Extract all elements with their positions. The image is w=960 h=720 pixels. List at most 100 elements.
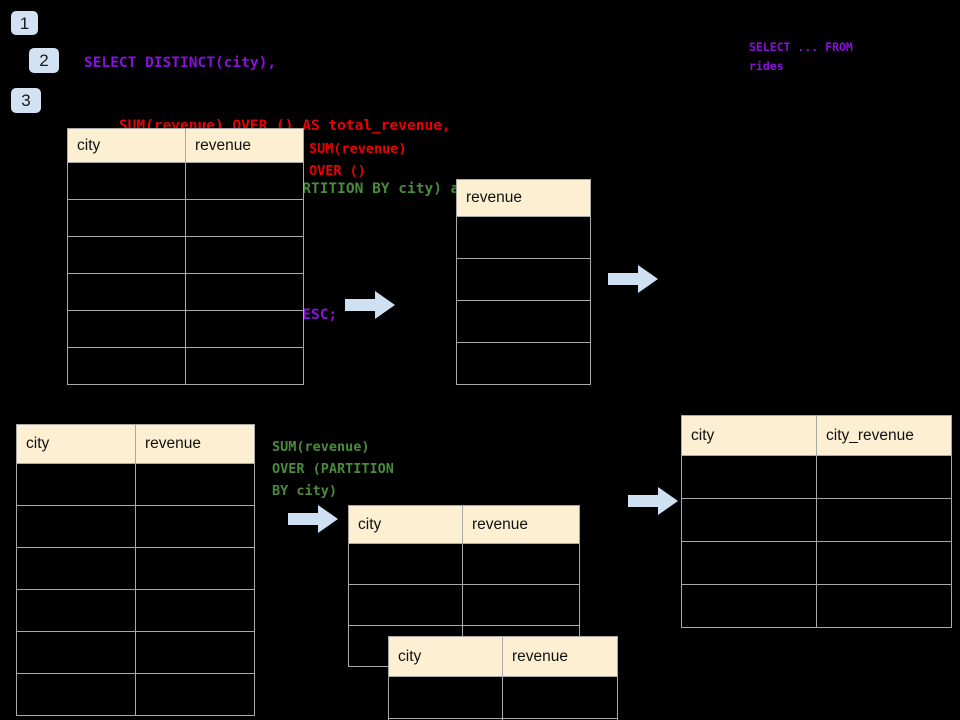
table-rides-source-bottom: city revenue: [16, 424, 255, 716]
cell-revenue: [502, 676, 618, 719]
cell-city: [348, 543, 463, 585]
cell-revenue: [462, 543, 580, 585]
cell-city: [16, 463, 136, 506]
table-header-row: city revenue: [16, 424, 255, 464]
cell-city-revenue: [816, 498, 952, 542]
table-header-row: city city_revenue: [681, 415, 952, 456]
arrow-total-revenue-out-icon: [608, 265, 658, 293]
table-row: [16, 463, 255, 506]
cell-revenue: [185, 310, 304, 348]
table-header-row: city revenue: [348, 505, 580, 544]
table-row: [681, 541, 952, 585]
table-row: [67, 199, 304, 237]
cell-revenue: [135, 505, 255, 548]
cell-city: [388, 676, 503, 719]
cell-revenue: [185, 273, 304, 311]
arrow-to-partition-icon: [288, 505, 338, 533]
step-badge-1-label: 1: [19, 13, 30, 33]
annotation-city-revenue: SUM(revenue) OVER (PARTITION BY city): [272, 439, 394, 499]
cell-city: [16, 589, 136, 632]
table-row: [456, 258, 591, 301]
table-final-result: city city_revenue: [681, 415, 952, 628]
table-row: [67, 236, 304, 274]
cell-revenue: [185, 236, 304, 274]
table-row: [67, 347, 304, 385]
cell-city-revenue: [816, 541, 952, 585]
table-row: [388, 718, 618, 720]
cell-revenue: [456, 300, 591, 343]
table-total-revenue: revenue: [456, 179, 591, 385]
column-header-revenue: revenue: [462, 505, 580, 544]
table-row: [456, 300, 591, 343]
annotation-total-revenue: SUM(revenue) OVER (): [309, 141, 407, 179]
table-partition-back: city revenue: [348, 505, 580, 667]
table-row: [67, 162, 304, 200]
table-row: [67, 310, 304, 348]
table-header-row: revenue: [456, 179, 591, 217]
cell-revenue: [185, 162, 304, 200]
cell-city: [67, 273, 186, 311]
column-header-revenue: revenue: [502, 636, 618, 677]
cell-city: [681, 584, 817, 628]
table-row: [388, 676, 618, 719]
table-header-row: city revenue: [67, 128, 304, 163]
arrow-to-total-revenue-icon: [345, 291, 395, 319]
step-badge-2[interactable]: 2: [29, 48, 59, 73]
cell-revenue: [135, 547, 255, 590]
cell-city: [681, 498, 817, 542]
column-header-city: city: [16, 424, 136, 464]
cell-city: [16, 673, 136, 716]
table-row: [16, 589, 255, 632]
step-badge-2-label: 2: [39, 51, 49, 70]
cell-revenue: [135, 631, 255, 674]
step-badge-1[interactable]: 1: [11, 11, 38, 35]
table-row: [681, 498, 952, 542]
cell-city: [67, 162, 186, 200]
table-row: [348, 584, 580, 626]
cell-revenue: [135, 589, 255, 632]
column-header-revenue: revenue: [456, 179, 591, 217]
column-header-city: city: [67, 128, 186, 163]
annotation-source-query: SELECT ... FROM rides: [749, 40, 853, 73]
cell-revenue: [185, 199, 304, 237]
table-row: [16, 673, 255, 716]
cell-city: [67, 199, 186, 237]
cell-city-revenue: [816, 584, 952, 628]
cell-revenue: [135, 673, 255, 716]
column-header-revenue: revenue: [135, 424, 255, 464]
step-badge-3-label: 3: [21, 91, 31, 110]
cell-city: [67, 310, 186, 348]
table-row: [67, 273, 304, 311]
column-header-city-revenue: city_revenue: [816, 415, 952, 456]
table-row: [456, 342, 591, 385]
arrow-to-final-icon: [628, 487, 678, 515]
cell-city: [67, 347, 186, 385]
table-row: [681, 584, 952, 628]
table-row: [456, 216, 591, 259]
cell-revenue: [462, 584, 580, 626]
table-header-row: city revenue: [388, 636, 618, 677]
column-header-revenue: revenue: [185, 128, 304, 163]
column-header-city: city: [388, 636, 503, 677]
cell-revenue: [456, 258, 591, 301]
table-row: [16, 505, 255, 548]
cell-revenue: [456, 216, 591, 259]
cell-revenue: [135, 463, 255, 506]
cell-city: [16, 631, 136, 674]
table-partition-front: city revenue: [388, 636, 618, 720]
cell-revenue: [456, 342, 591, 385]
cell-city: [348, 584, 463, 626]
cell-city: [16, 505, 136, 548]
column-header-city: city: [681, 415, 817, 456]
cell-city-revenue: [816, 455, 952, 499]
table-row: [16, 631, 255, 674]
column-header-city: city: [348, 505, 463, 544]
cell-city: [16, 547, 136, 590]
step-badge-3[interactable]: 3: [11, 88, 41, 113]
table-row: [348, 543, 580, 585]
cell-revenue: [185, 347, 304, 385]
table-rides-source-top: city revenue: [67, 128, 304, 385]
cell-revenue: [502, 718, 618, 720]
table-row: [16, 547, 255, 590]
